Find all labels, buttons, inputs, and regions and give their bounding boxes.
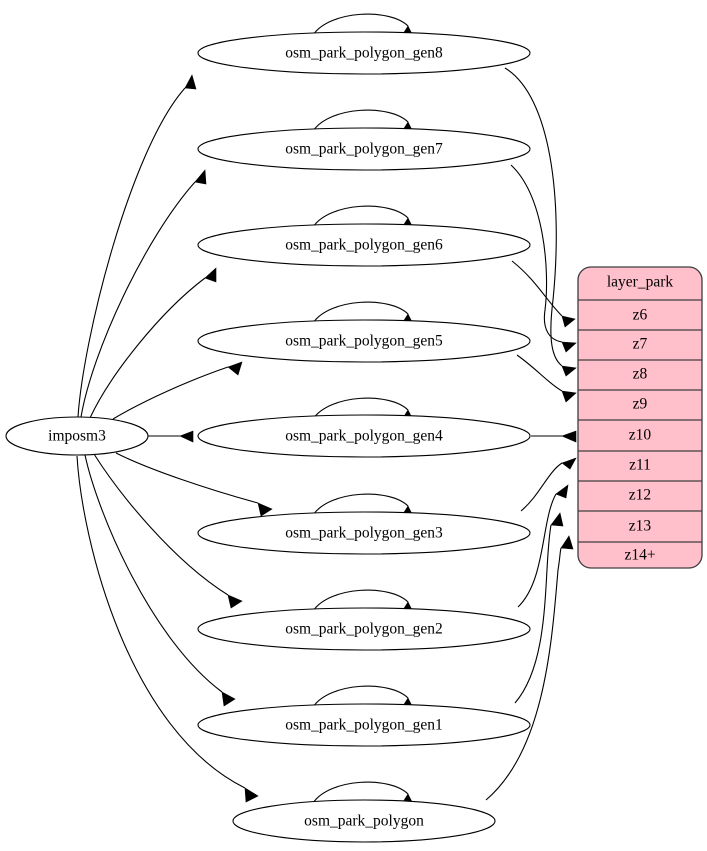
arrowhead-gen4-z10: [561, 430, 577, 443]
self-loop-gen3: [312, 493, 409, 516]
edge-polygon-to-z14: [485, 547, 562, 801]
ellipse-gen6[interactable]: [197, 223, 531, 267]
arrowhead-imposm3-gen6: [204, 267, 217, 283]
node-gen4[interactable]: osm_park_polygon_gen4: [197, 414, 531, 458]
node-gen5[interactable]: osm_park_polygon_gen5: [197, 319, 531, 363]
edges-to-layer-table: [485, 67, 577, 801]
edge-gen2-to-z12: [517, 493, 557, 608]
ellipse-imposm3[interactable]: [5, 416, 149, 456]
table-row-label-z14: z14+: [624, 547, 655, 564]
arrowhead-imposm3-gen4: [179, 430, 194, 443]
table-row-label-z6: z6: [633, 307, 648, 324]
self-loop-gen1: [312, 685, 409, 708]
arrowhead-imposm3-gen7: [194, 169, 207, 185]
node-gen3[interactable]: osm_park_polygon_gen3: [197, 511, 531, 555]
edge-imposm3-to-gen6: [89, 277, 206, 419]
edge-gen1-to-z13: [514, 524, 552, 704]
node-label-imposm3: imposm3: [48, 428, 106, 445]
node-label-gen4: osm_park_polygon_gen4: [285, 428, 443, 445]
table-header-cell: layer_park: [607, 274, 674, 291]
arrowhead-imposm3-gen2: [227, 594, 243, 609]
node-label-gen2: osm_park_polygon_gen2: [285, 621, 443, 638]
table-background: [578, 267, 702, 568]
arrowhead-gen8-z8: [561, 365, 577, 377]
self-loop-gen2: [312, 589, 409, 612]
arrowhead-gen5-z9: [561, 390, 577, 403]
edge-imposm3-to-gen2: [93, 453, 229, 596]
table-header-label: layer_park: [607, 274, 674, 291]
edge-imposm3-to-gen5: [112, 366, 229, 420]
edge-imposm3-to-gen1: [84, 454, 223, 693]
ellipse-gen8[interactable]: [197, 31, 531, 75]
arrowhead-polygon-z14: [560, 535, 574, 550]
node-label-gen3: osm_park_polygon_gen3: [285, 525, 443, 542]
edge-imposm3-to-gen3: [115, 452, 259, 504]
table-row-label-z11: z11: [629, 457, 651, 474]
ellipse-gen4[interactable]: [197, 414, 531, 458]
ellipse-gen3[interactable]: [197, 511, 531, 555]
node-polygon[interactable]: osm_park_polygon: [232, 799, 496, 843]
node-label-gen5: osm_park_polygon_gen5: [285, 333, 443, 350]
edge-gen8-to-z8: [504, 67, 563, 367]
table-row-label-z8: z8: [633, 366, 648, 383]
node-label-polygon: osm_park_polygon: [304, 813, 424, 830]
node-imposm3[interactable]: imposm3: [5, 416, 149, 456]
table-row-label-z10: z10: [629, 427, 652, 444]
arrowhead-imposm3-polygon: [244, 787, 259, 803]
self-loop-gen7: [312, 109, 409, 132]
arrowhead-gen7-z7: [561, 341, 577, 353]
ellipse-polygon[interactable]: [232, 799, 496, 843]
table-row-label-z12: z12: [629, 487, 651, 504]
edge-imposm3-to-gen8: [77, 87, 186, 418]
edge-gen3-to-z11: [520, 462, 563, 512]
node-label-gen1: osm_park_polygon_gen1: [285, 717, 443, 734]
node-gen6[interactable]: osm_park_polygon_gen6: [197, 223, 531, 267]
arrowhead-gen6-z6: [561, 315, 576, 328]
edge-gen7-to-z7: [510, 164, 563, 343]
ellipse-gen5[interactable]: [197, 319, 531, 363]
arrowhead-gen2-z12: [555, 484, 569, 499]
edge-gen6-to-z6: [511, 260, 563, 317]
ellipse-gen7[interactable]: [197, 127, 531, 171]
node-label-gen6: osm_park_polygon_gen6: [285, 237, 443, 254]
self-loop-gen8: [312, 13, 409, 36]
self-loop-polygon: [312, 781, 409, 804]
node-gen2[interactable]: osm_park_polygon_gen2: [197, 607, 531, 651]
self-loop-gen6: [312, 205, 409, 228]
node-label-gen7: osm_park_polygon_gen7: [285, 141, 443, 158]
edge-imposm3-to-polygon: [76, 455, 246, 789]
layer-park-table[interactable]: layer_park z6 z7 z8 z9 z10 z11 z12 z13 z…: [577, 266, 703, 569]
node-gen1[interactable]: osm_park_polygon_gen1: [197, 703, 531, 747]
table-row-label-z13: z13: [629, 518, 652, 535]
arrowhead-imposm3-gen8: [184, 74, 197, 90]
edges-from-imposm3: [76, 74, 273, 803]
arrowhead-imposm3-gen1: [221, 691, 236, 707]
table-row-label-z7: z7: [633, 336, 648, 353]
ellipse-gen2[interactable]: [197, 607, 531, 651]
self-loop-gen5: [312, 301, 409, 324]
ellipse-gen1[interactable]: [197, 703, 531, 747]
node-gen8[interactable]: osm_park_polygon_gen8: [197, 31, 531, 75]
arrowhead-imposm3-gen3: [257, 502, 273, 517]
arrowhead-gen3-z11: [561, 457, 577, 470]
table-row-label-z9: z9: [633, 396, 648, 413]
table-border: [577, 266, 703, 569]
edge-gen5-to-z9: [516, 354, 563, 392]
arrowhead-imposm3-gen5: [227, 361, 243, 376]
node-label-gen8: osm_park_polygon_gen8: [285, 45, 443, 62]
edge-imposm3-to-gen7: [80, 181, 196, 418]
self-loop-gen4: [312, 397, 409, 420]
node-gen7[interactable]: osm_park_polygon_gen7: [197, 127, 531, 171]
arrowhead-gen1-z13: [550, 512, 564, 527]
